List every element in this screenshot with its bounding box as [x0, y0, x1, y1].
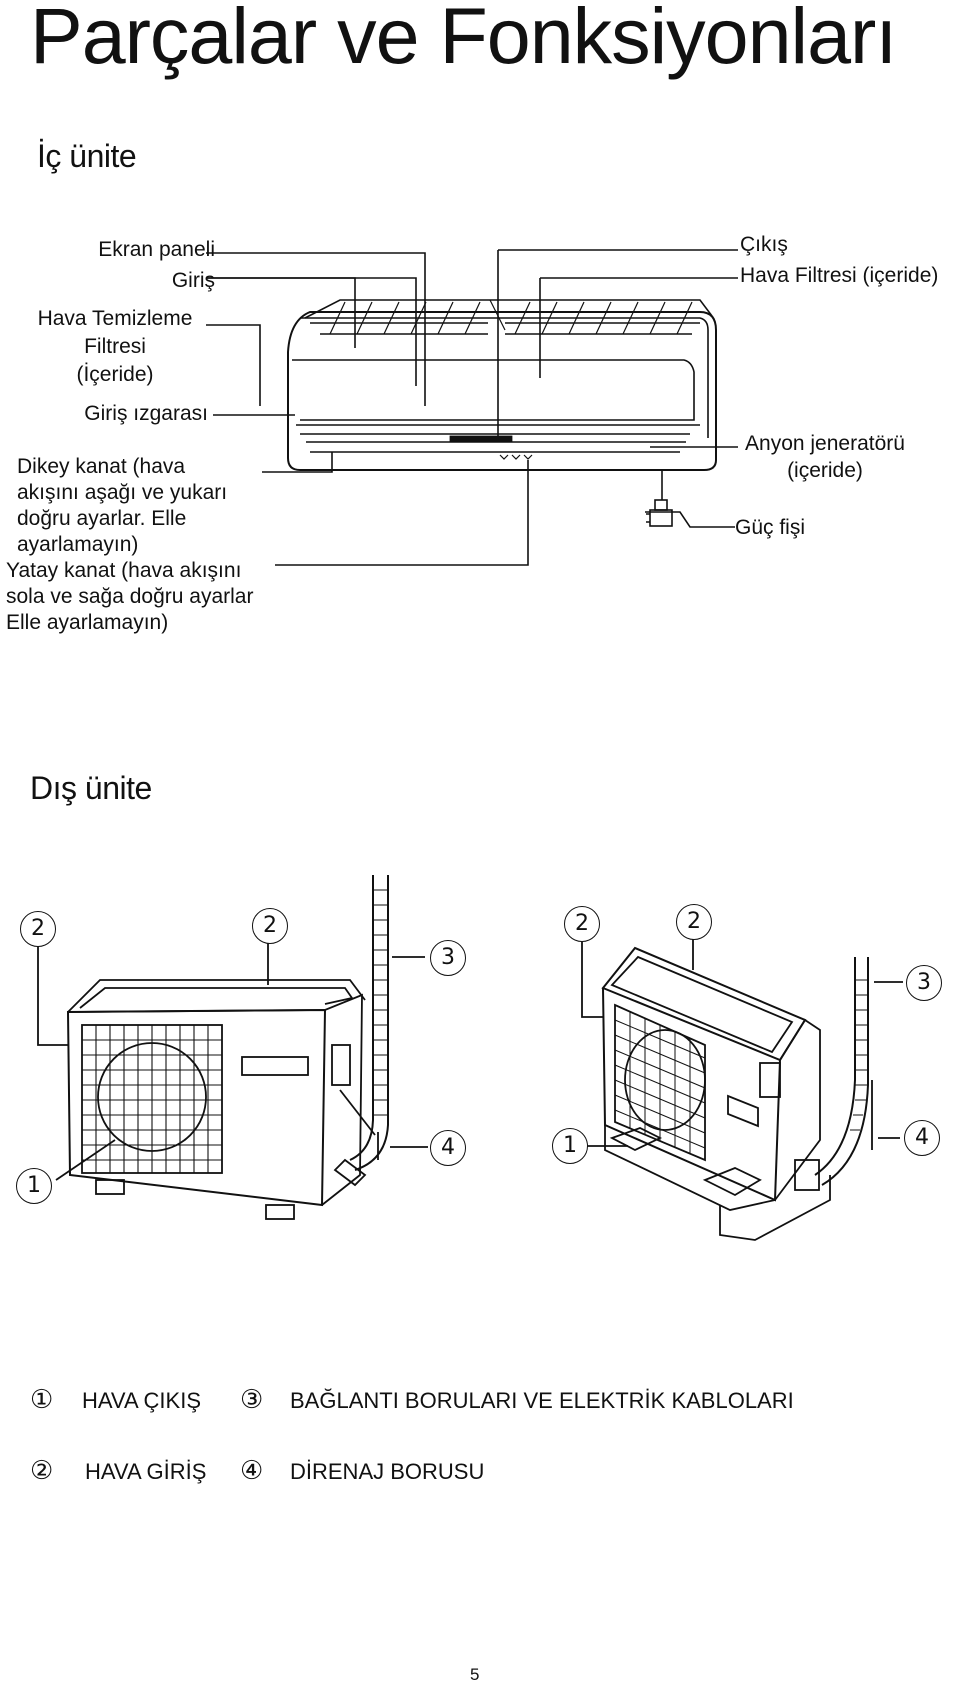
label-anion-generator-1: Anyon jeneratörü: [745, 432, 905, 455]
label-inlet: Giriş: [171, 269, 215, 292]
legend-text-1: HAVA ÇIKIŞ: [82, 1388, 202, 1413]
label-air-cleaning-filter-2: Filtresi: [84, 335, 146, 358]
legend-num-4: ④: [240, 1456, 264, 1486]
label-horizontal-flap-3: Elle ayarlamayın): [6, 611, 169, 634]
label-power-plug: Güç fişi: [735, 516, 806, 539]
callout-2: 2: [564, 906, 600, 942]
label-horizontal-flap-1: Yatay kanat (hava akışını: [6, 559, 242, 582]
outdoor-unit-heading: Dış ünite: [30, 770, 152, 806]
page-number: 5: [470, 1665, 480, 1684]
callout-1: 1: [16, 1168, 52, 1204]
callout-2: 2: [252, 908, 288, 944]
indoor-unit-diagram: [206, 249, 738, 566]
label-inlet-grille: Giriş ızgarası: [84, 402, 208, 425]
legend-text-4: DİRENAJ BORUSU: [290, 1459, 485, 1484]
page-title: Parçalar ve Fonksiyonları: [30, 0, 897, 80]
label-horizontal-flap-2: sola ve sağa doğru ayarlar: [6, 585, 254, 608]
label-anion-generator-2: (içeride): [787, 459, 863, 482]
label-air-cleaning-filter-3: (İçeride): [76, 363, 154, 386]
callout-1: 1: [552, 1128, 588, 1164]
indoor-unit-heading: İç ünite: [37, 138, 137, 174]
label-display-panel: Ekran paneli: [98, 238, 215, 261]
callout-3: 3: [906, 965, 942, 1001]
legend-num-1: ①: [30, 1385, 54, 1415]
label-vertical-flap-3: doğru ayarlar. Elle: [17, 507, 187, 530]
label-vertical-flap-4: ayarlamayın): [17, 533, 139, 556]
label-vertical-flap-2: akışını aşağı ve yukarı: [17, 481, 228, 504]
legend-num-2: ②: [30, 1456, 54, 1486]
label-air-cleaning-filter-1: Hava Temizleme: [37, 307, 193, 330]
callout-3: 3: [430, 940, 466, 976]
callout-4: 4: [430, 1130, 466, 1166]
legend-num-3: ③: [240, 1385, 264, 1415]
legend-text-2: HAVA GİRİŞ: [85, 1459, 207, 1484]
label-outlet: Çıkış: [740, 233, 788, 256]
callout-2: 2: [676, 904, 712, 940]
callout-2: 2: [20, 911, 56, 947]
legend-text-3: BAĞLANTI BORULARI VE ELEKTRİK KABLOLARI: [290, 1388, 794, 1413]
label-air-filter: Hava Filtresi (içeride): [740, 264, 939, 287]
label-vertical-flap-1: Dikey kanat (hava: [17, 455, 186, 478]
callout-4: 4: [904, 1120, 940, 1156]
